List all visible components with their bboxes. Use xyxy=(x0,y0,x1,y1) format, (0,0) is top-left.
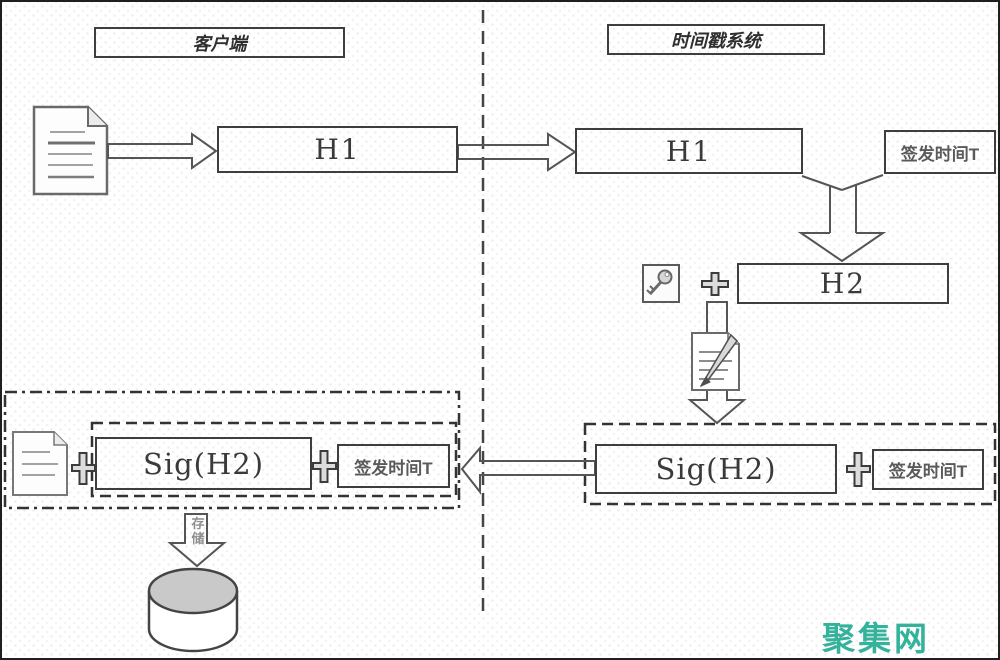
h1-client-box: H1 xyxy=(217,126,458,173)
h1-client-label: H1 xyxy=(314,133,361,166)
issue-time-client-label: 签发时间T xyxy=(354,458,433,478)
issue-time-tsa-label: 签发时间T xyxy=(888,462,968,481)
tsa-lane-title-label: 时间戳系统 xyxy=(671,30,761,51)
arrow-doc-to-h1 xyxy=(107,132,218,170)
issue-time-client-box: 签发时间T xyxy=(337,444,450,488)
sig-tsa-label: Sig(H2) xyxy=(655,452,777,486)
h1-tsa-box: H1 xyxy=(575,128,803,174)
issue-time-top-label: 签发时间T xyxy=(900,144,980,164)
sig-client-label: Sig(H2) xyxy=(142,446,265,481)
sign-document-icon xyxy=(691,332,740,391)
store-arrow-label: 存储 xyxy=(191,516,205,546)
tsa-lane-title: 时间戳系统 xyxy=(607,24,825,55)
watermark-logo: 聚集网 xyxy=(822,620,930,657)
arrow-result-to-client xyxy=(460,445,596,495)
arrow-store xyxy=(167,513,227,568)
h1-tsa-label: H1 xyxy=(665,134,713,168)
key-icon xyxy=(642,264,680,303)
plus-icon xyxy=(701,272,729,296)
client-lane-title: 客户端 xyxy=(94,27,345,58)
issue-time-top-box: 签发时间T xyxy=(884,130,996,174)
arrow-h1-to-tsa xyxy=(457,132,577,172)
client-result-dashed-frame xyxy=(90,421,458,498)
client-lane-title-label: 客户端 xyxy=(192,33,247,54)
plus-icon xyxy=(312,450,337,483)
document-icon xyxy=(12,431,68,496)
arrow-sign-down xyxy=(687,301,747,425)
sig-client-box: Sig(H2) xyxy=(95,437,312,490)
client-archive-dashdot-frame xyxy=(3,390,461,510)
h2-label: H2 xyxy=(819,267,867,300)
issue-time-tsa-box: 签发时间T xyxy=(872,449,984,490)
document-icon xyxy=(32,105,109,196)
h2-box: H2 xyxy=(737,263,949,304)
database-cylinder-icon xyxy=(147,567,239,653)
arrow-merge-to-h2 xyxy=(797,174,887,263)
sig-tsa-box: Sig(H2) xyxy=(595,444,837,494)
tsa-result-dashed-frame xyxy=(583,422,997,506)
plus-icon xyxy=(846,452,871,487)
